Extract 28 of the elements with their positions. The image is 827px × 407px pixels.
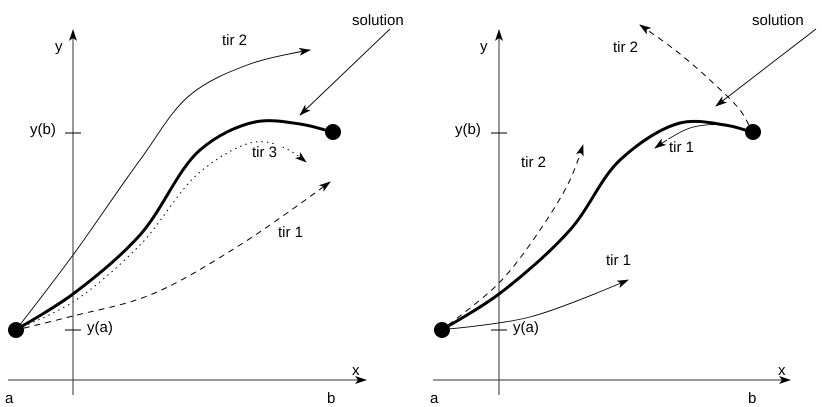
trajectory-arrow (448, 144, 584, 326)
trajectory-arrow (449, 280, 629, 330)
endpoint-dot (434, 322, 450, 338)
endpoint-dot (8, 322, 24, 338)
tick-label: b (748, 390, 756, 407)
solution-curve (22, 119, 326, 328)
trajectory-arrow (639, 24, 750, 126)
trajectory-arrow (22, 141, 307, 327)
tick-label: y(b) (455, 121, 481, 138)
tick-label: a (5, 390, 14, 407)
leader-arrow (715, 28, 816, 107)
trajectory-arrow (20, 48, 311, 324)
axis-label: y (480, 38, 488, 55)
tick-label: y(a) (513, 319, 539, 336)
trajectory-arrow (23, 181, 331, 329)
endpoint-dot (325, 124, 341, 140)
axis-label: x (352, 362, 360, 379)
callout-text: solution (752, 12, 804, 29)
callout-text: solution (352, 12, 404, 29)
tick-label: y(a) (87, 319, 113, 336)
axis-label: x (778, 362, 786, 379)
tick-label: y(b) (30, 121, 56, 138)
axis-label: y (55, 38, 62, 55)
solution-curve (448, 120, 746, 328)
leader-arrow (299, 28, 390, 116)
tick-label: b (327, 390, 336, 407)
endpoint-dot (745, 124, 761, 140)
tick-label: a (430, 390, 438, 407)
